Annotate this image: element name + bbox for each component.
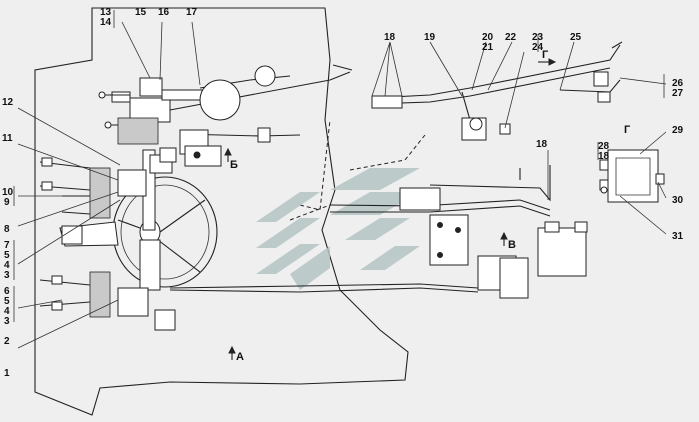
callout-26: 26: [672, 78, 684, 89]
watermark-stripe: [290, 246, 330, 290]
cab-outline: [34, 7, 521, 416]
callout-23: 23: [532, 32, 544, 43]
callout-30: 30: [672, 195, 684, 206]
callout-4b: 4: [4, 306, 10, 317]
callout-19: 19: [424, 32, 436, 43]
callout-18a: 18: [384, 32, 396, 43]
callout-11: 11: [2, 133, 13, 144]
detail-G: [599, 149, 665, 203]
watermark-stripe: [256, 244, 320, 274]
callout-21: 21: [482, 42, 494, 53]
leader-lines: [13, 10, 667, 349]
callout-22: 22: [505, 32, 517, 43]
callout-5a: 5: [4, 250, 10, 261]
callout-3a: 3: [4, 270, 10, 281]
callout-2: 2: [4, 336, 10, 347]
callout-20: 20: [482, 32, 494, 43]
callout-6: 6: [4, 286, 10, 297]
callout-14: 14: [100, 17, 112, 28]
callout-29: 29: [672, 125, 684, 136]
callout-5b: 5: [4, 296, 10, 307]
view-label-V: В: [508, 239, 516, 251]
callout-13: 13: [100, 7, 112, 18]
callout-10: 10: [2, 187, 14, 198]
view-label-A: A: [236, 351, 244, 363]
pedal-linkage: [371, 41, 623, 141]
view-label-G-arrow: Г: [542, 49, 549, 61]
callout-8: 8: [4, 224, 10, 235]
callout-17: 17: [186, 7, 198, 18]
watermark-stripe: [256, 192, 320, 222]
callout-16: 16: [158, 7, 170, 18]
view-label-B: Б: [230, 159, 238, 171]
callout-4a: 4: [4, 260, 10, 271]
callout-1: 1: [4, 368, 10, 379]
watermark-stripe: [330, 168, 420, 190]
callout-9: 9: [4, 197, 10, 208]
watermark-stripe: [256, 218, 320, 248]
callout-labels: 13 14 15 16 17 12 11 10 9 8 7 5 4 3 6 5 …: [2, 7, 684, 379]
watermark-logo: [256, 168, 420, 290]
callout-7: 7: [4, 240, 10, 251]
view-letters: A Б В Г Г: [230, 49, 631, 363]
callout-28: 28: [598, 141, 610, 152]
left-switches: [39, 157, 91, 311]
callout-27: 27: [672, 88, 684, 99]
view-arrows: [224, 58, 557, 360]
view-label-G-detail: Г: [624, 124, 631, 136]
watermark-stripe: [360, 246, 420, 270]
callout-18c: 18: [598, 151, 610, 162]
steering-column-console: [59, 154, 176, 331]
cylinder-group: [399, 187, 588, 299]
callout-15: 15: [135, 7, 147, 18]
upper-valve-group: [98, 65, 276, 167]
callout-25: 25: [570, 32, 582, 43]
callout-18b: 18: [536, 139, 548, 150]
watermark-stripe: [330, 192, 420, 215]
watermark-stripe: [345, 218, 410, 240]
dashed-routes: [289, 119, 426, 221]
callout-24: 24: [532, 42, 544, 53]
callout-31: 31: [672, 231, 684, 242]
callout-12: 12: [2, 97, 14, 108]
callout-3b: 3: [4, 316, 10, 327]
